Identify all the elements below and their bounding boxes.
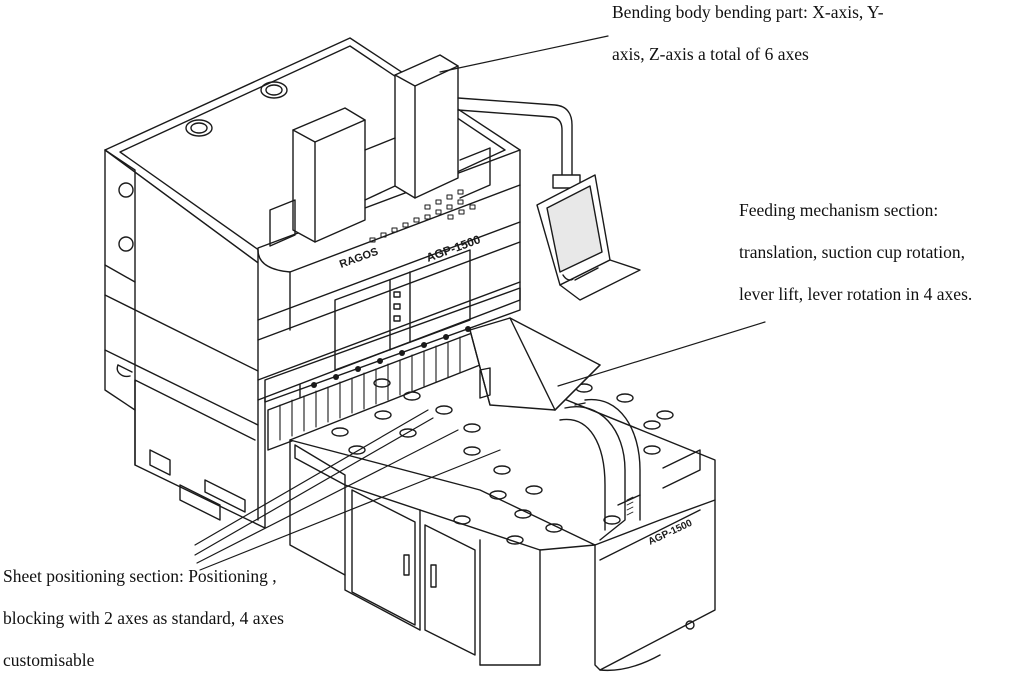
positioning-annotation-line2: blocking with 2 axes as standard, 4 axes	[3, 608, 284, 628]
leader-lines	[194, 35, 766, 571]
positioning-annotation-line3: customisable	[3, 650, 95, 670]
feeding-annotation: Feeding mechanism section: translation, …	[739, 189, 972, 315]
control-pendant	[457, 97, 641, 301]
bending-body: RAGOS AGP-1500	[257, 149, 521, 521]
leader-positioning-4	[199, 449, 501, 571]
feeding-annotation-line1: Feeding mechanism section:	[739, 200, 939, 220]
feeding-annotation-line3: lever lift, lever rotation in 4 axes.	[739, 284, 973, 304]
bending-annotation-line1: Bending body bending part: X-axis, Y-	[612, 2, 884, 22]
worktable: AGP-1500	[289, 364, 716, 672]
leader-bending	[439, 35, 609, 73]
positioning-annotation-line1: Sheet positioning section: Positioning ,	[3, 566, 277, 586]
positioning-annotation: Sheet positioning section: Positioning ,…	[3, 555, 284, 681]
bending-annotation: Bending body bending part: X-axis, Y- ax…	[612, 0, 884, 75]
feeding-mechanism	[469, 317, 641, 541]
bending-annotation-line2: axis, Z-axis a total of 6 axes	[612, 44, 809, 64]
leader-feeding	[557, 321, 766, 387]
leader-positioning-3	[196, 429, 459, 564]
cylinder-towers	[269, 54, 491, 247]
feeding-annotation-line2: translation, suction cup rotation,	[739, 242, 965, 262]
leader-positioning-2	[194, 417, 434, 556]
leader-positioning-1	[194, 409, 429, 546]
